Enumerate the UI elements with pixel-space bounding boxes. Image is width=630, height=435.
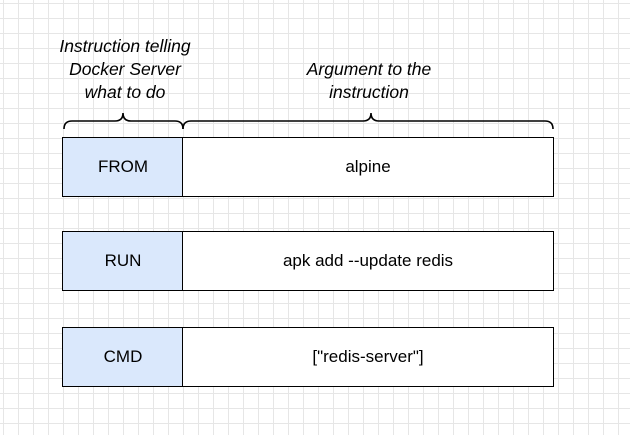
argument-cell: alpine [182, 137, 554, 197]
argument-annotation: Argument to the instruction [306, 59, 432, 102]
instruction-brace [63, 112, 184, 130]
instruction-cell: FROM [62, 137, 184, 197]
dockerfile-line-run: RUN apk add --update redis [62, 231, 554, 291]
argument-cell: apk add --update redis [182, 231, 554, 291]
argument-cell: ["redis-server"] [182, 327, 554, 387]
dockerfile-line-cmd: CMD ["redis-server"] [62, 327, 554, 387]
instruction-cell: CMD [62, 327, 184, 387]
instruction-annotation: Instruction telling Docker Server what t… [59, 36, 191, 102]
dockerfile-line-from: FROM alpine [62, 137, 554, 197]
instruction-cell: RUN [62, 231, 184, 291]
argument-brace [182, 112, 554, 130]
